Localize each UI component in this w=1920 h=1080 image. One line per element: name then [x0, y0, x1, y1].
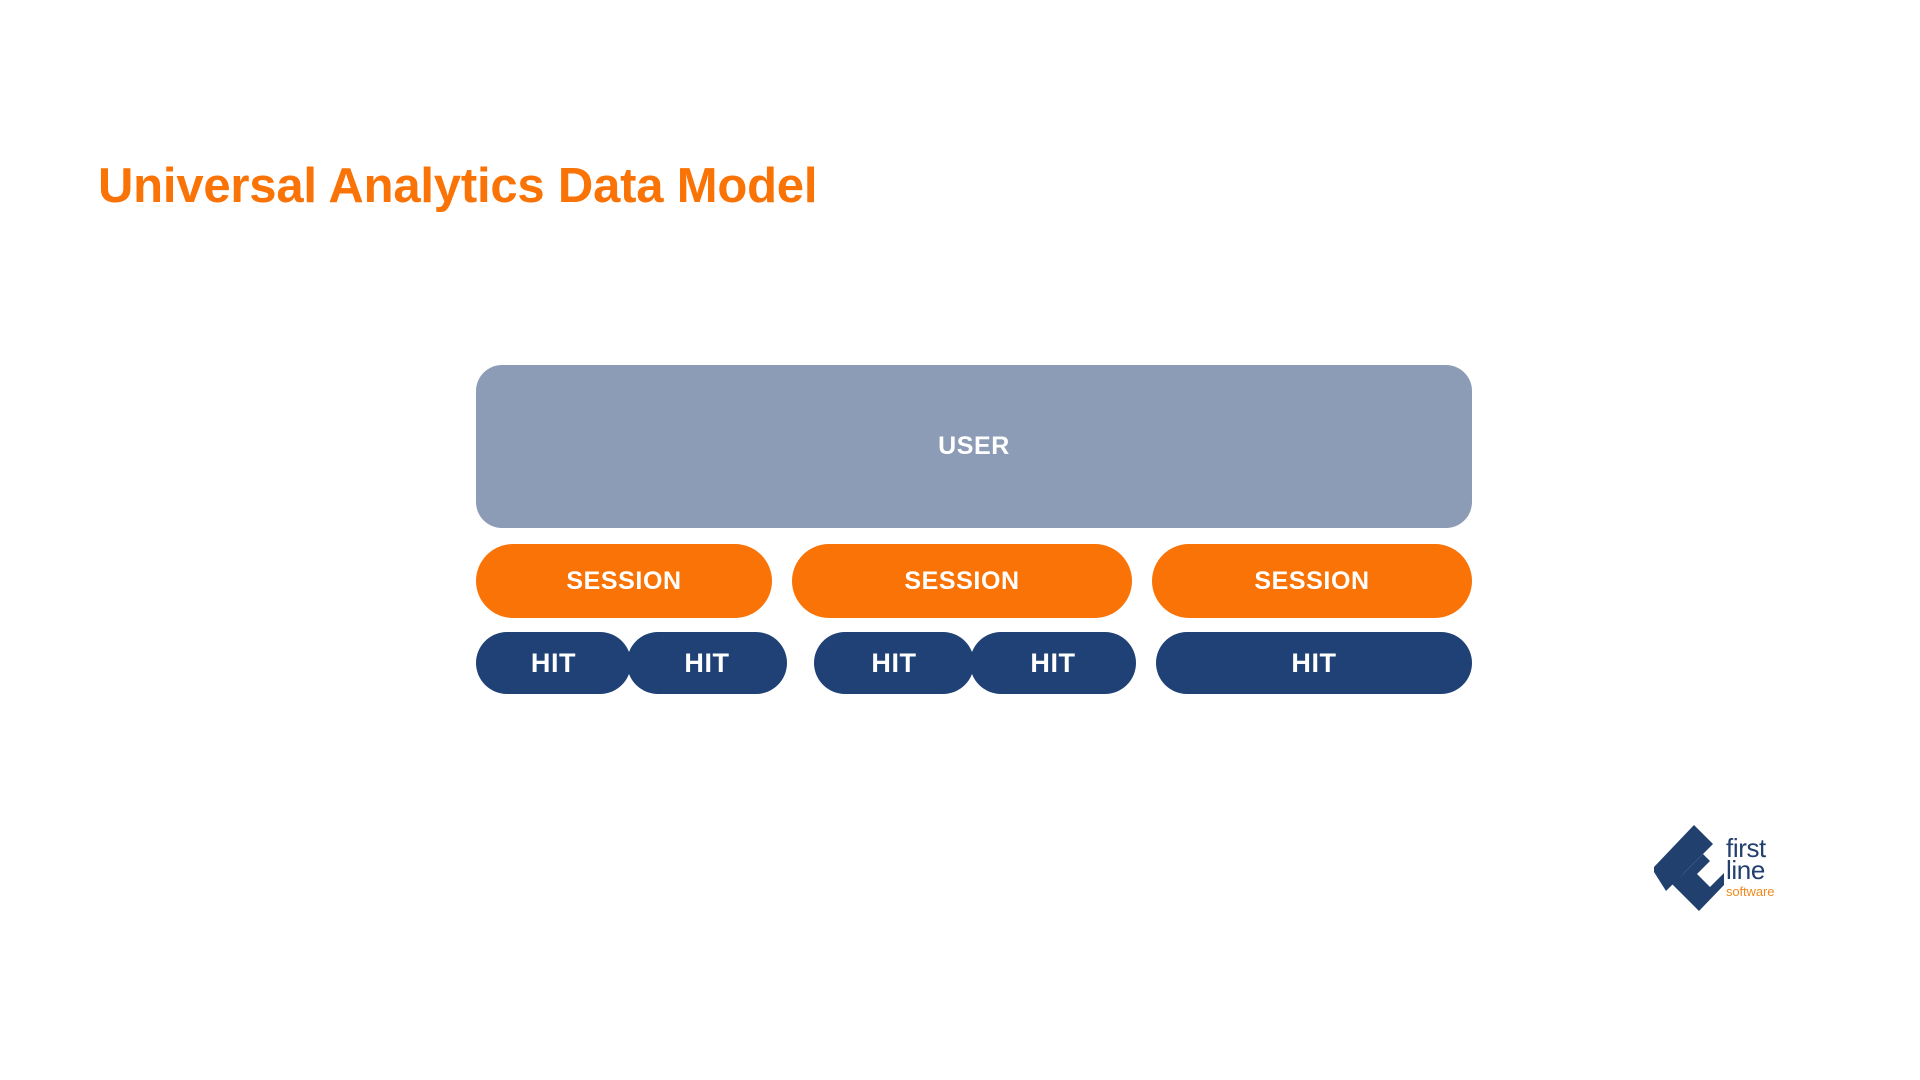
session-row: SESSION SESSION SESSION — [476, 544, 1472, 618]
page-title: Universal Analytics Data Model — [98, 159, 818, 213]
hit-pill-label: HIT — [1291, 647, 1337, 678]
hit-group-1: HIT HIT — [476, 632, 787, 694]
hit-pill[interactable]: HIT — [1156, 632, 1472, 694]
hit-pill[interactable]: HIT — [814, 632, 974, 694]
session-pill[interactable]: SESSION — [792, 544, 1132, 618]
firstline-chevron-logo-icon — [1654, 823, 1726, 919]
hit-pill[interactable]: HIT — [970, 632, 1136, 694]
hit-pill-label: HIT — [1030, 647, 1076, 678]
session-pill-label: SESSION — [1254, 566, 1370, 595]
hit-group-3: HIT — [1156, 632, 1472, 694]
session-pill-label: SESSION — [566, 566, 682, 595]
logo-line-software: software — [1726, 884, 1775, 899]
session-group-1: SESSION — [476, 544, 772, 618]
hit-pill[interactable]: HIT — [627, 632, 787, 694]
session-pill[interactable]: SESSION — [1152, 544, 1472, 618]
hit-pill-label: HIT — [530, 647, 577, 678]
session-pill-label: SESSION — [904, 566, 1020, 595]
hit-pill-label: HIT — [684, 647, 730, 678]
logo-line-first: first — [1726, 833, 1766, 863]
data-model-diagram: USER SESSION SESSION SESSION HIT HIT — [476, 365, 1472, 694]
user-box-label: USER — [938, 432, 1010, 460]
hit-pill-label: HIT — [871, 647, 917, 678]
logo-line-line: line — [1726, 855, 1765, 885]
brand-logo: first line software — [1654, 823, 1794, 919]
session-group-3: SESSION — [1152, 544, 1472, 618]
hit-group-2: HIT HIT — [814, 632, 1136, 694]
user-box[interactable]: USER — [476, 365, 1472, 528]
session-pill[interactable]: SESSION — [476, 544, 772, 618]
session-group-2: SESSION — [792, 544, 1132, 618]
hit-row: HIT HIT HIT HIT HIT — [476, 632, 1472, 694]
hit-pill[interactable]: HIT — [476, 632, 631, 694]
logo-wordmark: first line software — [1726, 833, 1796, 899]
